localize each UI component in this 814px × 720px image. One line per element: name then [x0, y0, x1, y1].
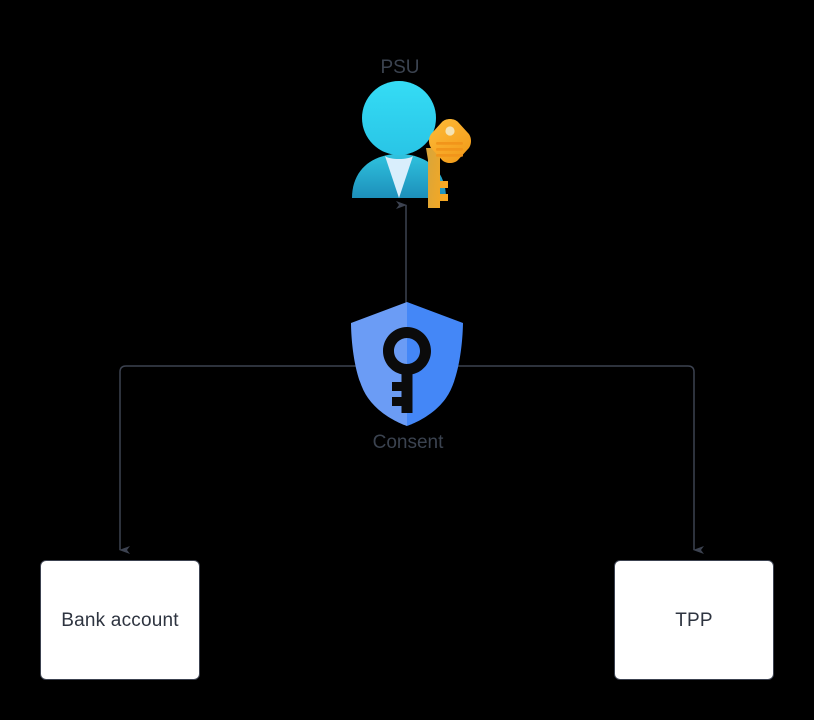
psu-key-hole	[445, 126, 455, 136]
psu-key-head	[429, 119, 471, 163]
psu-key-stripe-1	[436, 142, 463, 145]
edge-consent-to-bank	[119, 365, 358, 554]
psu-key-stripe-2	[436, 148, 463, 151]
shield-keyhole-glyph	[383, 327, 431, 413]
psu-key-stripe-3	[436, 154, 463, 157]
tpp-node[interactable]: TPP	[614, 560, 774, 680]
edge-consent-to-tpp	[456, 365, 704, 554]
psu-label: PSU	[380, 57, 420, 78]
consent-icon-container[interactable]	[350, 302, 464, 426]
user-with-key-icon	[352, 81, 471, 208]
psu-key-shaft	[426, 148, 448, 208]
shield-key-icon	[351, 302, 463, 426]
psu-collar-shape	[385, 156, 413, 198]
bank-account-label: Bank account	[61, 609, 179, 631]
consent-label: Consent	[372, 432, 444, 453]
tpp-label: TPP	[675, 609, 713, 631]
psu-head-shape	[362, 81, 436, 155]
bank-account-node[interactable]: Bank account	[40, 560, 200, 680]
psu-icon-container[interactable]	[344, 78, 471, 208]
